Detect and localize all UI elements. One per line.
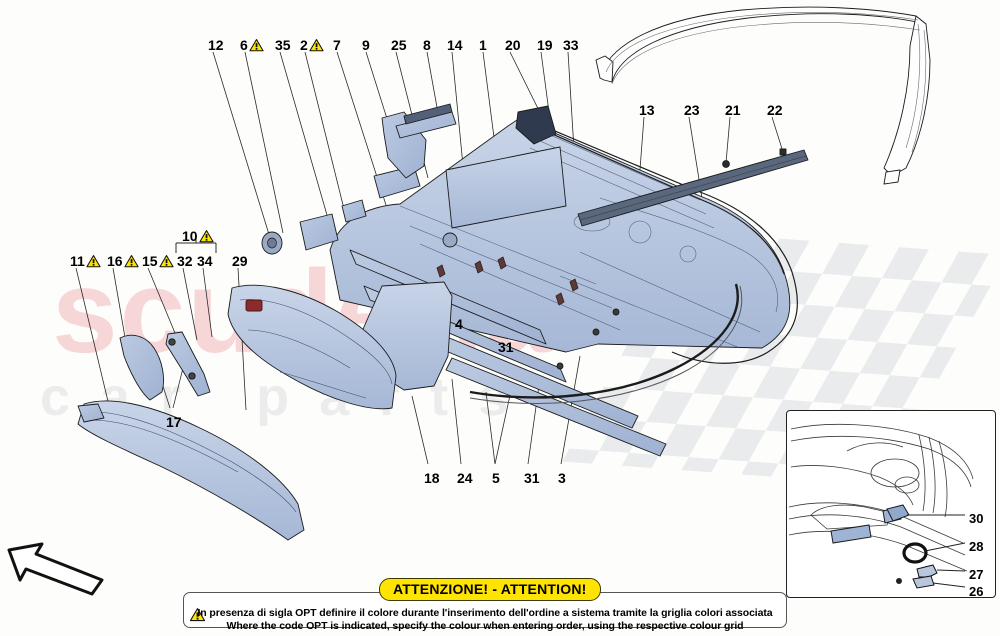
- callout-number: 12: [208, 37, 224, 53]
- callout-number: 11: [70, 253, 85, 269]
- attention-text-english: Where the code OPT is indicated, specify…: [226, 620, 744, 632]
- callout-label-5: 5: [492, 471, 500, 485]
- callout-number: 19: [537, 37, 553, 53]
- callout-label-23: 23: [684, 103, 700, 117]
- callout-label-31: 31: [498, 340, 514, 354]
- callout-label-4: 4: [455, 317, 463, 331]
- callout-number: 6: [240, 37, 248, 53]
- callout-number: 4: [455, 316, 463, 332]
- callout-number: 31: [498, 339, 514, 355]
- callout-label-34: 34: [197, 254, 213, 268]
- callout-label-3: 3: [558, 471, 566, 485]
- warning-triangle-icon: [86, 255, 101, 268]
- callout-label-11: 11: [70, 254, 101, 268]
- callout-number: 3: [558, 470, 566, 486]
- callout-label-14: 14: [447, 38, 463, 52]
- callout-label-21: 21: [725, 103, 741, 117]
- callout-number: 18: [424, 470, 440, 486]
- callout-number: 16: [107, 253, 123, 269]
- callout-number: 21: [725, 102, 741, 118]
- attention-badge: ATTENZIONE! - ATTENTION!: [379, 578, 601, 601]
- callout-label-20: 20: [505, 38, 521, 52]
- callout-number: 20: [505, 37, 521, 53]
- inset-callout-label-28: 28: [969, 539, 984, 554]
- callout-label-17: 17: [166, 415, 182, 429]
- callout-number: 25: [391, 37, 407, 53]
- callout-number: 1: [479, 37, 487, 53]
- warning-triangle-icon: [190, 608, 205, 622]
- callout-label-35: 35: [275, 38, 291, 52]
- callout-label-10: 10: [182, 229, 214, 243]
- callout-number: 32: [177, 253, 193, 269]
- callout-number: 34: [197, 253, 213, 269]
- callout-number: 24: [457, 470, 473, 486]
- callout-number: 29: [232, 253, 248, 269]
- callout-label-22: 22: [767, 103, 783, 117]
- callout-number: 10: [182, 228, 198, 244]
- callout-label-29: 29: [232, 254, 248, 268]
- inset-callout-label-26: 26: [969, 584, 984, 598]
- attention-text-italian: In presenza di sigla OPT definire il col…: [197, 607, 773, 619]
- callout-label-9: 9: [362, 38, 370, 52]
- callout-label-18: 18: [424, 471, 440, 485]
- callout-label-16: 16: [107, 254, 139, 268]
- callout-number: 33: [563, 37, 579, 53]
- warning-triangle-icon: [309, 39, 324, 52]
- callout-label-1: 1: [479, 38, 487, 52]
- callout-label-13: 13: [639, 103, 655, 117]
- callout-label-15: 15: [142, 254, 174, 268]
- inset-illustration: [788, 423, 974, 589]
- callout-number: 17: [166, 414, 182, 430]
- callout-number: 2: [300, 37, 308, 53]
- callout-label-8: 8: [423, 38, 431, 52]
- callout-number: 8: [423, 37, 431, 53]
- warning-triangle-icon: [123, 255, 139, 268]
- inset-detail-panel: 30 28 27 26: [786, 410, 996, 598]
- callout-number: 5: [492, 470, 500, 486]
- warning-triangle-icon: [158, 255, 174, 268]
- callout-label-6: 6: [240, 38, 264, 52]
- attention-banner: In presenza di sigla OPT definire il col…: [183, 578, 787, 632]
- warning-triangle-icon: [198, 230, 214, 243]
- callout-label-19: 19: [537, 38, 553, 52]
- callout-label-32: 32: [177, 254, 193, 268]
- callout-number: 9: [362, 37, 370, 53]
- inset-callout-label-27: 27: [969, 567, 984, 582]
- callout-number: 14: [447, 37, 463, 53]
- callout-label-24: 24: [457, 471, 473, 485]
- callout-label-33: 33: [563, 38, 579, 52]
- callout-number: 13: [639, 102, 655, 118]
- callout-number: 35: [275, 37, 291, 53]
- callout-label-2: 2: [300, 38, 324, 52]
- callout-label-31: 31: [524, 471, 540, 485]
- callout-number: 31: [524, 470, 540, 486]
- callout-number: 22: [767, 102, 783, 118]
- warning-triangle-icon: [249, 39, 264, 52]
- callout-label-7: 7: [333, 38, 341, 52]
- callout-label-25: 25: [391, 38, 407, 52]
- callout-number: 7: [333, 37, 341, 53]
- inset-callout-label-30: 30: [969, 511, 984, 526]
- callout-label-12: 12: [208, 38, 224, 52]
- callout-number: 15: [142, 253, 158, 269]
- callout-number: 23: [684, 102, 700, 118]
- direction-arrow: [7, 542, 104, 596]
